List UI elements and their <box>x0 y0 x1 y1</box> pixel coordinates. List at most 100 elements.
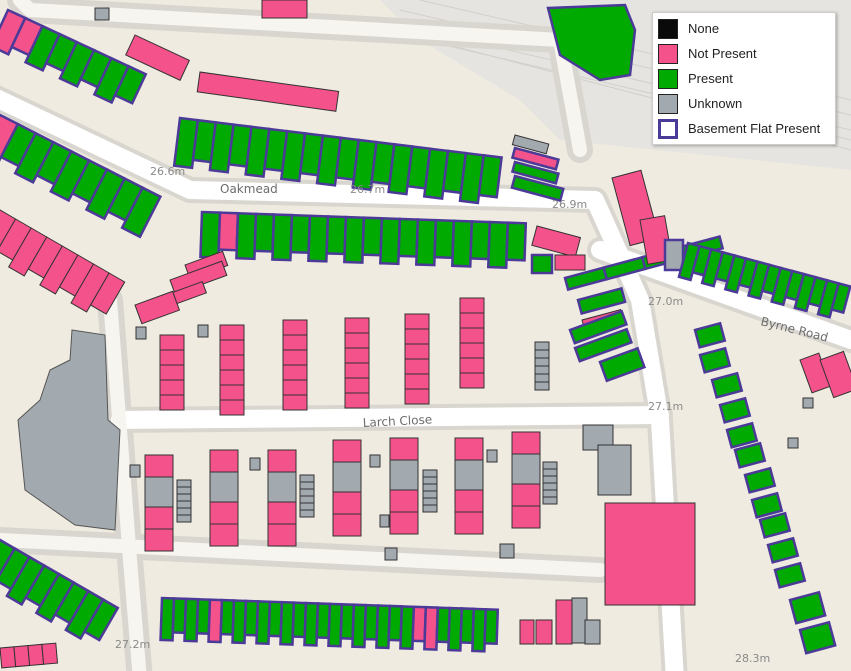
building[interactable] <box>361 216 384 257</box>
building[interactable] <box>510 146 560 171</box>
building[interactable] <box>219 399 245 416</box>
building[interactable] <box>209 523 239 547</box>
building[interactable] <box>369 454 381 468</box>
building[interactable] <box>144 454 174 478</box>
building[interactable] <box>510 174 565 203</box>
building[interactable] <box>231 599 248 645</box>
building[interactable] <box>207 598 224 644</box>
building[interactable] <box>542 482 558 491</box>
building[interactable] <box>384 547 398 561</box>
building[interactable] <box>209 471 239 503</box>
building[interactable] <box>176 486 192 495</box>
building[interactable] <box>219 339 245 356</box>
building[interactable] <box>332 491 362 515</box>
building[interactable] <box>511 453 541 485</box>
building[interactable] <box>725 421 759 449</box>
building[interactable] <box>249 457 261 471</box>
building[interactable] <box>450 219 474 268</box>
building[interactable] <box>422 497 438 506</box>
building[interactable] <box>486 220 510 269</box>
building[interactable] <box>422 490 438 499</box>
building[interactable] <box>573 327 634 363</box>
building[interactable] <box>159 394 185 411</box>
building[interactable] <box>534 357 550 367</box>
building[interactable] <box>197 324 209 338</box>
building[interactable] <box>830 281 851 315</box>
building[interactable] <box>235 211 258 261</box>
building[interactable] <box>542 489 558 498</box>
building[interactable] <box>698 346 732 374</box>
building[interactable] <box>120 185 163 239</box>
building[interactable] <box>531 225 582 258</box>
building[interactable] <box>542 496 558 505</box>
building[interactable] <box>94 7 110 21</box>
building[interactable] <box>511 134 550 155</box>
building[interactable] <box>159 379 185 396</box>
building[interactable] <box>568 309 629 345</box>
building[interactable] <box>718 396 752 424</box>
building[interactable] <box>299 502 315 511</box>
building[interactable] <box>397 217 420 258</box>
building[interactable] <box>279 600 296 646</box>
building[interactable] <box>535 619 553 645</box>
building[interactable] <box>534 365 550 375</box>
building[interactable] <box>135 326 147 340</box>
building[interactable] <box>219 354 245 371</box>
building[interactable] <box>13 645 31 668</box>
building[interactable] <box>469 220 492 261</box>
building[interactable] <box>519 619 535 645</box>
building[interactable] <box>41 642 59 665</box>
building[interactable] <box>563 266 609 292</box>
building[interactable] <box>176 479 192 488</box>
building[interactable] <box>199 210 222 259</box>
building[interactable] <box>17 329 121 531</box>
building[interactable] <box>389 511 419 535</box>
building[interactable] <box>389 459 419 491</box>
building[interactable] <box>344 332 370 349</box>
building[interactable] <box>344 392 370 409</box>
building[interactable] <box>271 213 294 262</box>
building[interactable] <box>454 489 484 513</box>
building[interactable] <box>344 362 370 379</box>
building[interactable] <box>554 254 586 271</box>
building[interactable] <box>788 590 827 625</box>
building[interactable] <box>510 160 560 185</box>
building[interactable] <box>282 334 308 351</box>
building[interactable] <box>798 620 837 655</box>
building[interactable] <box>471 607 488 653</box>
building[interactable] <box>534 349 550 359</box>
building[interactable] <box>176 507 192 516</box>
building[interactable] <box>134 290 181 325</box>
building[interactable] <box>219 324 245 341</box>
building[interactable] <box>483 608 500 645</box>
building[interactable] <box>255 600 272 646</box>
building[interactable] <box>0 646 17 669</box>
building[interactable] <box>332 461 362 493</box>
building[interactable] <box>399 605 416 651</box>
building[interactable] <box>299 474 315 483</box>
building[interactable] <box>542 461 558 470</box>
building[interactable] <box>343 215 366 264</box>
building[interactable] <box>113 64 148 105</box>
building[interactable] <box>433 218 456 260</box>
building[interactable] <box>307 214 330 263</box>
building[interactable] <box>584 619 601 645</box>
building[interactable] <box>511 483 541 507</box>
building[interactable] <box>327 602 344 648</box>
building[interactable] <box>766 536 800 564</box>
building[interactable] <box>459 297 485 314</box>
building[interactable] <box>404 388 430 405</box>
building[interactable] <box>219 384 245 401</box>
building[interactable] <box>267 501 297 525</box>
building[interactable] <box>454 511 484 535</box>
building[interactable] <box>598 346 647 383</box>
building[interactable] <box>176 514 192 523</box>
building[interactable] <box>89 272 126 315</box>
building[interactable] <box>454 459 484 491</box>
building[interactable] <box>459 327 485 344</box>
building[interactable] <box>422 504 438 513</box>
building[interactable] <box>415 218 438 267</box>
building[interactable] <box>743 466 777 494</box>
building[interactable] <box>282 349 308 366</box>
building[interactable] <box>299 488 315 497</box>
